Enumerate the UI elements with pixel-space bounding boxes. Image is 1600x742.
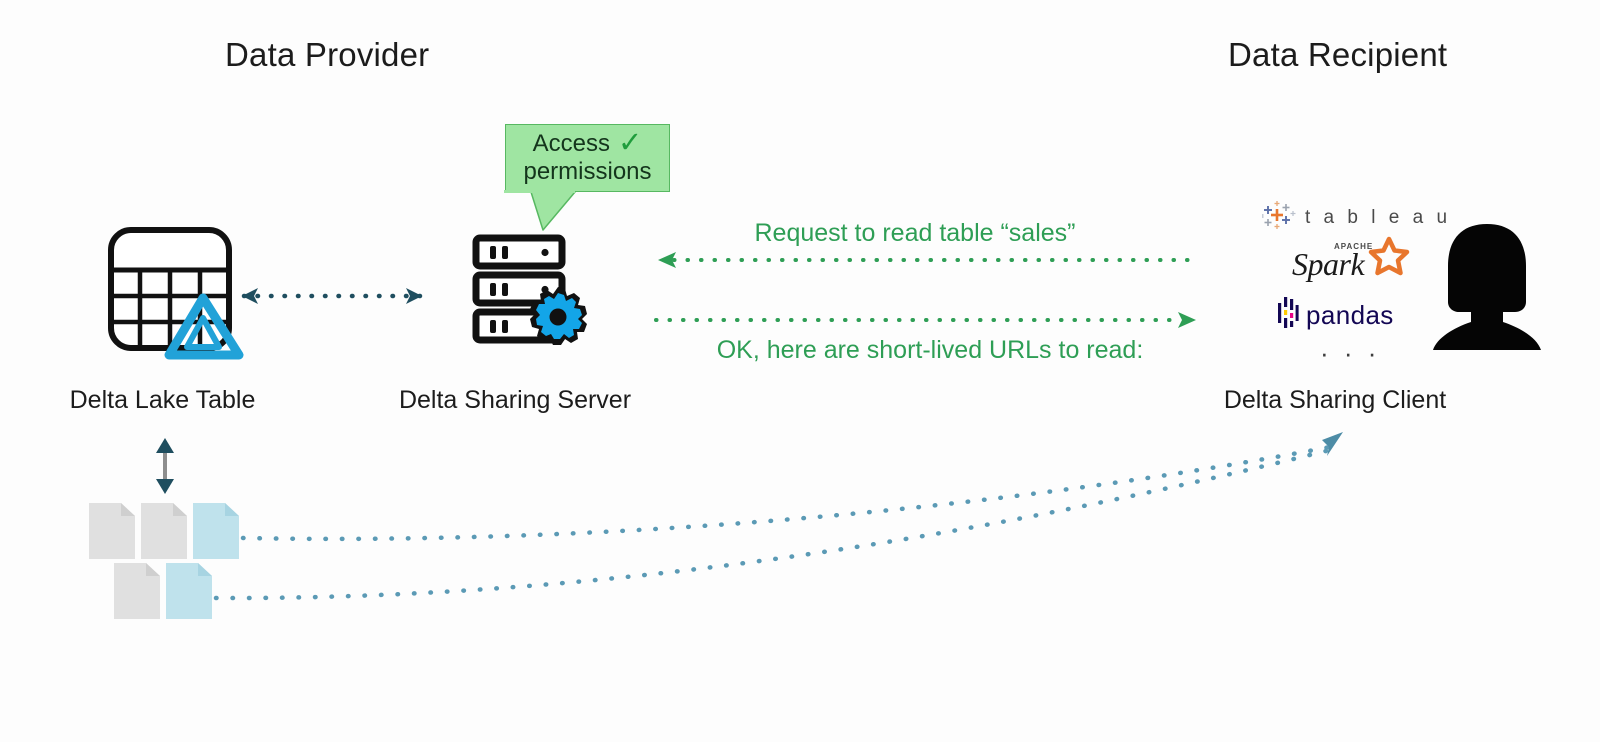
section-title-data-recipient: Data Recipient <box>1228 36 1448 73</box>
section-title-data-provider: Data Provider <box>225 36 430 73</box>
access-permissions-callout: Access ✓ permissions <box>505 124 670 192</box>
client-logo-pandas: pandas <box>1277 297 1394 334</box>
file-icon-gray-1 <box>88 502 136 560</box>
client-logo-tableau: t a b l e a u <box>1262 200 1451 235</box>
callout-tail <box>503 190 623 232</box>
file-icon-gray-2 <box>140 502 188 560</box>
pandas-bars-icon <box>1277 297 1299 334</box>
message-label-request: Request to read table “sales” <box>754 219 1076 247</box>
message-label-response: OK, here are short-lived URLs to read: <box>716 336 1144 364</box>
request-arrow <box>652 248 1202 272</box>
file-icon-gray-3 <box>113 562 161 620</box>
response-arrow <box>652 308 1202 332</box>
check-icon: ✓ <box>618 126 643 159</box>
table-server-connector <box>222 278 442 314</box>
callout-access-text: Access <box>532 129 611 157</box>
file-icon-blue-2 <box>165 562 213 620</box>
client-logo-spark: APACHE Spark <box>1292 236 1410 286</box>
file-icon-blue-1 <box>192 502 240 560</box>
callout-line-1: Access ✓ <box>532 126 643 159</box>
delta-lake-table-icon <box>103 225 248 360</box>
tableau-wordmark: t a b l e a u <box>1305 206 1452 228</box>
client-logo-more: · · · <box>1320 338 1381 368</box>
delta-sharing-server-caption: Delta Sharing Server <box>398 386 632 414</box>
pandas-wordmark: pandas <box>1306 300 1394 330</box>
callout-permissions-text: permissions <box>523 157 652 185</box>
table-files-connector <box>150 437 180 495</box>
delta-lake-table-caption: Delta Lake Table <box>69 386 256 414</box>
recipient-person-avatar <box>1425 222 1550 350</box>
tableau-plus-cluster-icon <box>1262 200 1298 235</box>
spark-apache-label: APACHE <box>1334 242 1374 251</box>
delta-sharing-client-caption: Delta Sharing Client <box>1223 386 1447 414</box>
callout-line-2: permissions <box>523 158 651 185</box>
spark-star-icon <box>1368 236 1410 281</box>
spark-wordmark: Spark <box>1292 246 1365 282</box>
delta-sharing-server-icon <box>466 233 596 351</box>
